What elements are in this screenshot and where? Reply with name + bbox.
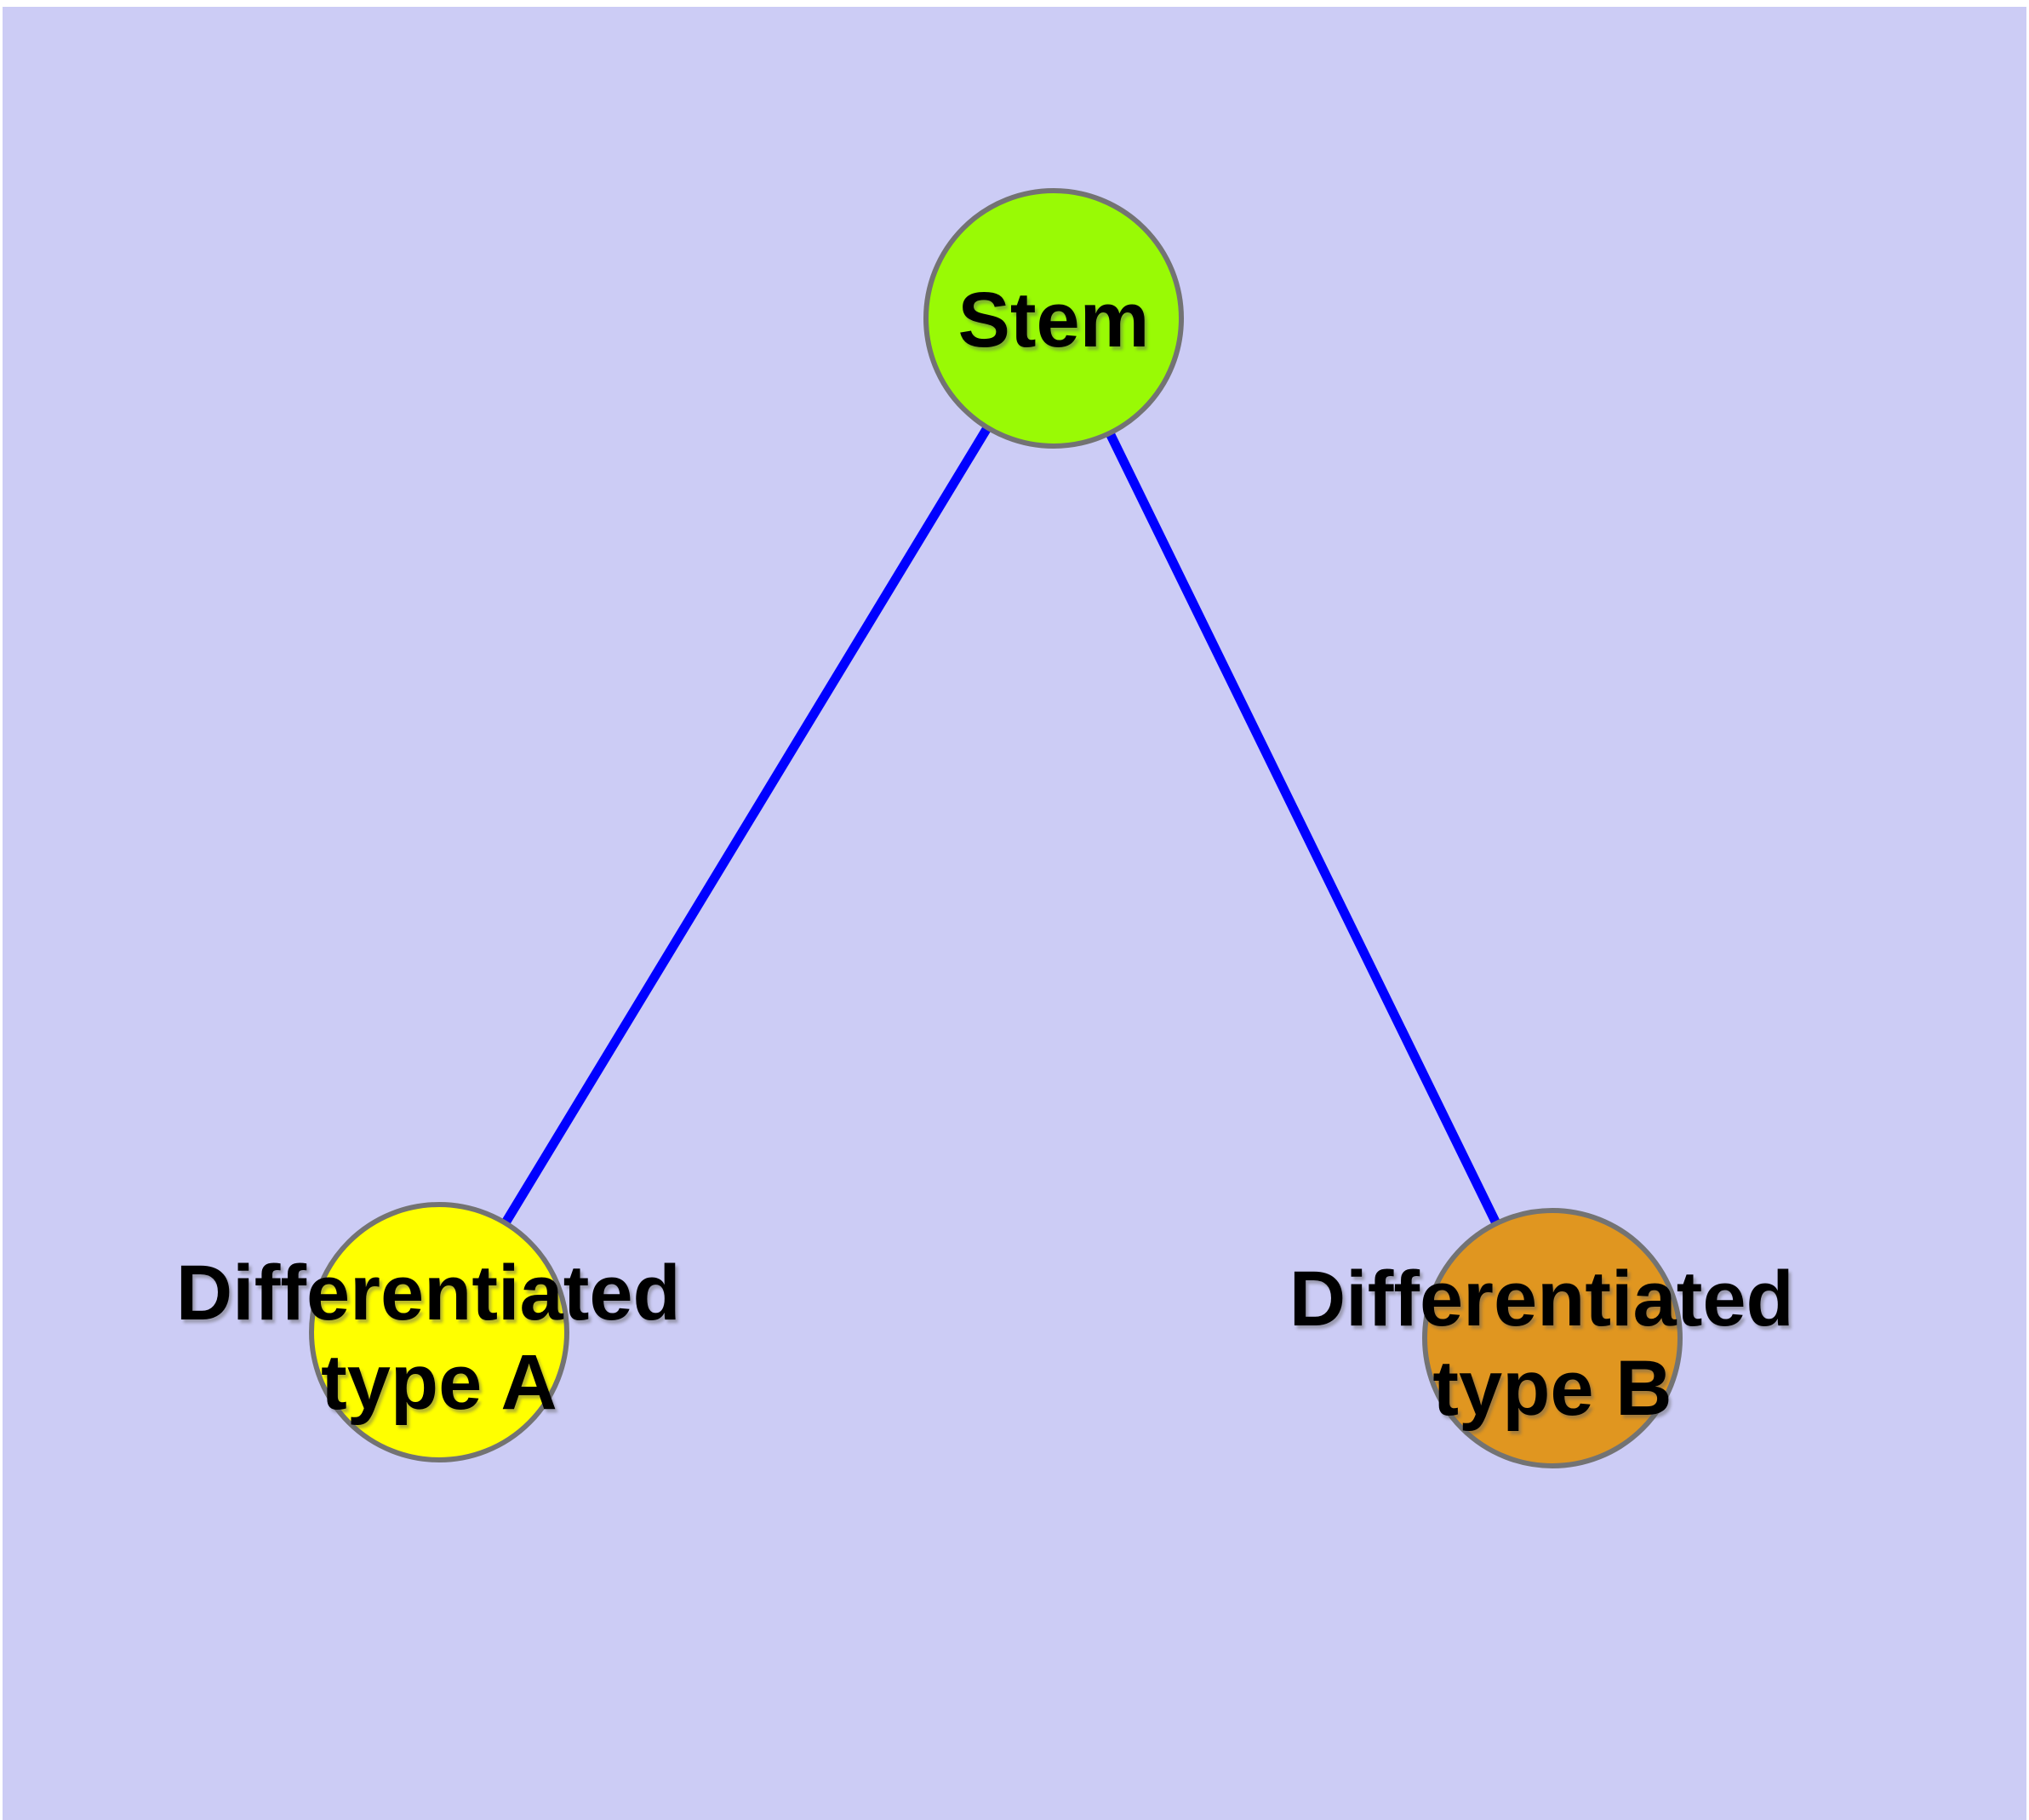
- node-type-a-circle: [309, 1202, 569, 1462]
- node-type-a-label-line2: type A: [321, 1339, 557, 1426]
- node-differentiated-type-a: Differentiated type A: [176, 1202, 703, 1462]
- node-type-b-circle: [1422, 1208, 1683, 1468]
- node-type-a-label-line1: Differentiated: [176, 1250, 681, 1336]
- edge-stem-to-type-b: [1049, 316, 1557, 1341]
- node-type-b-label: Differentiated type B: [1289, 1256, 1816, 1432]
- node-stem: Stem: [923, 188, 1184, 449]
- node-differentiated-type-b: Differentiated type B: [1289, 1208, 1816, 1468]
- node-type-b-label-line1: Differentiated: [1289, 1256, 1794, 1342]
- edge-group: [435, 316, 1557, 1341]
- node-type-b-label-line2: type B: [1432, 1345, 1672, 1432]
- node-stem-circle: [923, 188, 1184, 449]
- node-type-a-label: Differentiated type A: [176, 1250, 703, 1426]
- node-stem-label: Stem: [958, 277, 1150, 363]
- edge-stem-to-type-a: [435, 316, 1058, 1335]
